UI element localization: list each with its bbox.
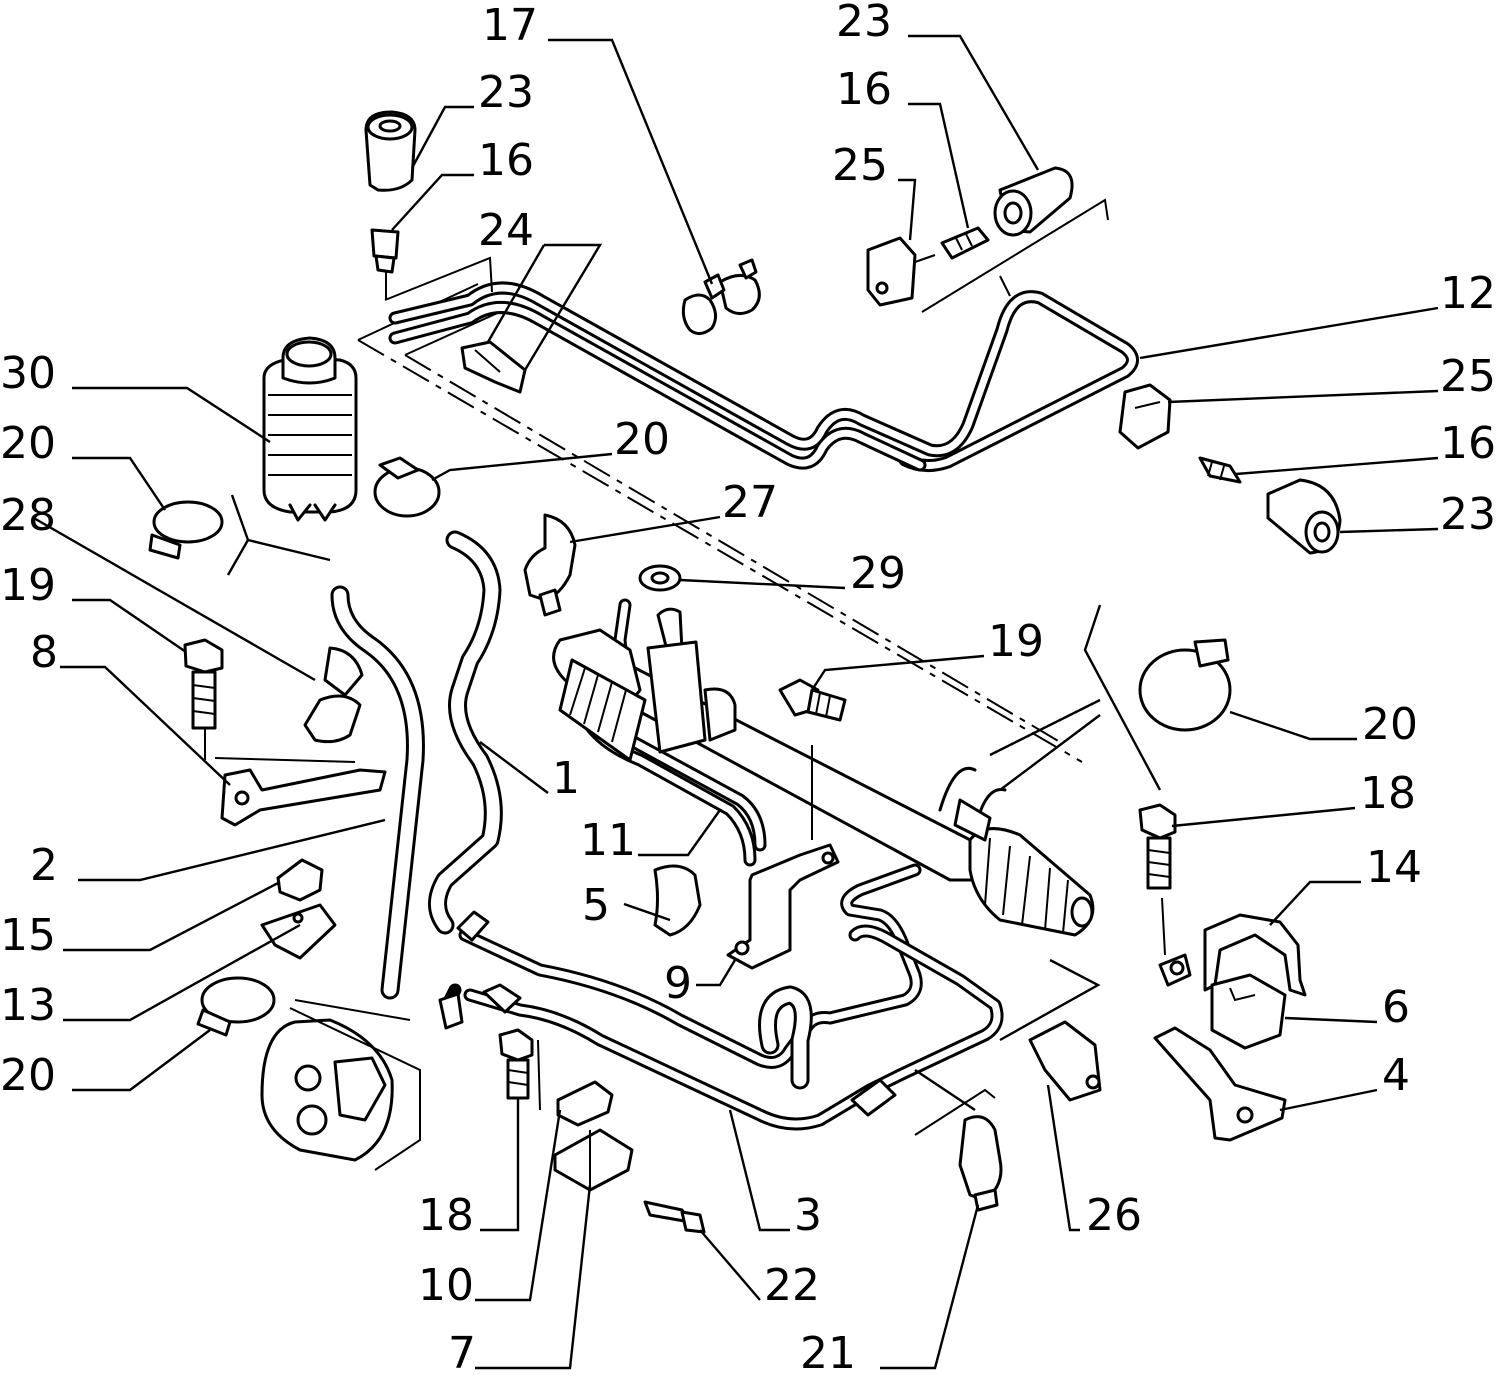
bracket-8 [214, 757, 387, 827]
part-23-right [1266, 478, 1342, 555]
callout-23-top-right: 23 [836, 0, 892, 47]
callout-12: 12 [1440, 268, 1496, 319]
callout-16-top-right: 16 [836, 64, 892, 115]
callout-20-left: 20 [0, 418, 56, 469]
part-23-top-right [993, 166, 1074, 237]
bolt-18-lower [498, 1028, 534, 1100]
plate-13 [260, 903, 337, 960]
clip-15 [276, 858, 324, 902]
clip-10 [537, 1039, 614, 1127]
callout-10: 10 [418, 1260, 474, 1311]
callout-25-right: 25 [1440, 351, 1496, 402]
bolt-18-right [1138, 803, 1177, 890]
bracket-4 [1153, 897, 1287, 1142]
callout-30: 30 [0, 348, 56, 399]
callout-7: 7 [448, 1328, 476, 1376]
upper-frame-lines [384, 198, 1109, 313]
mount-6 [1210, 973, 1287, 1050]
bracket-9 [726, 745, 840, 970]
callout-6: 6 [1382, 982, 1410, 1033]
callout-8: 8 [30, 627, 58, 678]
clip-17 [681, 258, 761, 335]
callout-28: 28 [0, 490, 56, 541]
callout-4: 4 [1382, 1050, 1410, 1101]
callout-19-center: 19 [988, 616, 1044, 667]
callout-26: 26 [1086, 1190, 1142, 1241]
clip-5 [653, 864, 702, 937]
clip-27 [523, 513, 577, 617]
plate-7 [553, 1128, 634, 1192]
callout-20-right: 20 [1362, 699, 1418, 750]
callout-16-top-left: 16 [478, 135, 534, 186]
callout-23-top-left: 23 [478, 67, 534, 118]
clip-21 [914, 1088, 1003, 1212]
callout-13: 13 [0, 980, 56, 1031]
part-23-top-left [364, 110, 417, 192]
bolt-19-center [778, 678, 847, 722]
steering-pump [260, 999, 421, 1171]
callout-24: 24 [478, 205, 534, 256]
leader-lines [31, 34, 1439, 1370]
callout-15: 15 [0, 910, 56, 961]
lower-pipes [438, 863, 1004, 1131]
clip-28 [303, 646, 364, 744]
callout-9: 9 [664, 958, 692, 1009]
callout-18-right: 18 [1360, 768, 1416, 819]
part-25-top-right [866, 236, 936, 307]
part-16-top-right [940, 226, 990, 260]
bolt-22 [643, 1200, 706, 1234]
callout-1: 1 [552, 753, 580, 804]
callout-2: 2 [30, 840, 58, 891]
callout-19-left: 19 [0, 560, 56, 611]
hose-clamp-20-right [1138, 638, 1232, 732]
callout-29: 29 [850, 548, 906, 599]
hose-clamp-20-left [148, 500, 224, 560]
hose-clamp-20-top [373, 456, 441, 518]
hose-clamp-20-lower [196, 976, 276, 1037]
callout-3: 3 [794, 1190, 822, 1241]
part-16-right [1198, 456, 1242, 484]
bolt-19-left [183, 638, 224, 760]
fluid-reservoir [262, 336, 358, 522]
pressure-pipe [388, 281, 1139, 472]
callout-5: 5 [582, 880, 610, 931]
callout-22: 22 [764, 1260, 820, 1311]
callout-16-right: 16 [1440, 418, 1496, 469]
callout-18-lower: 18 [418, 1190, 474, 1241]
part-16-top-left [370, 228, 400, 300]
callout-20-lower: 20 [0, 1050, 56, 1101]
callout-17: 17 [482, 0, 538, 51]
callout-11: 11 [580, 815, 636, 866]
callout-21: 21 [800, 1328, 856, 1376]
steering-rack-assembly [552, 564, 1095, 937]
callout-27: 27 [722, 477, 778, 528]
clip-24 [460, 340, 527, 394]
clamp-26 [1028, 1020, 1102, 1102]
callout-23-right: 23 [1440, 489, 1496, 540]
callout-14: 14 [1366, 842, 1422, 893]
callout-20-top: 20 [614, 414, 670, 465]
return-hose [330, 530, 503, 1000]
callout-25-top: 25 [832, 140, 888, 191]
part-25-right [1118, 383, 1172, 450]
